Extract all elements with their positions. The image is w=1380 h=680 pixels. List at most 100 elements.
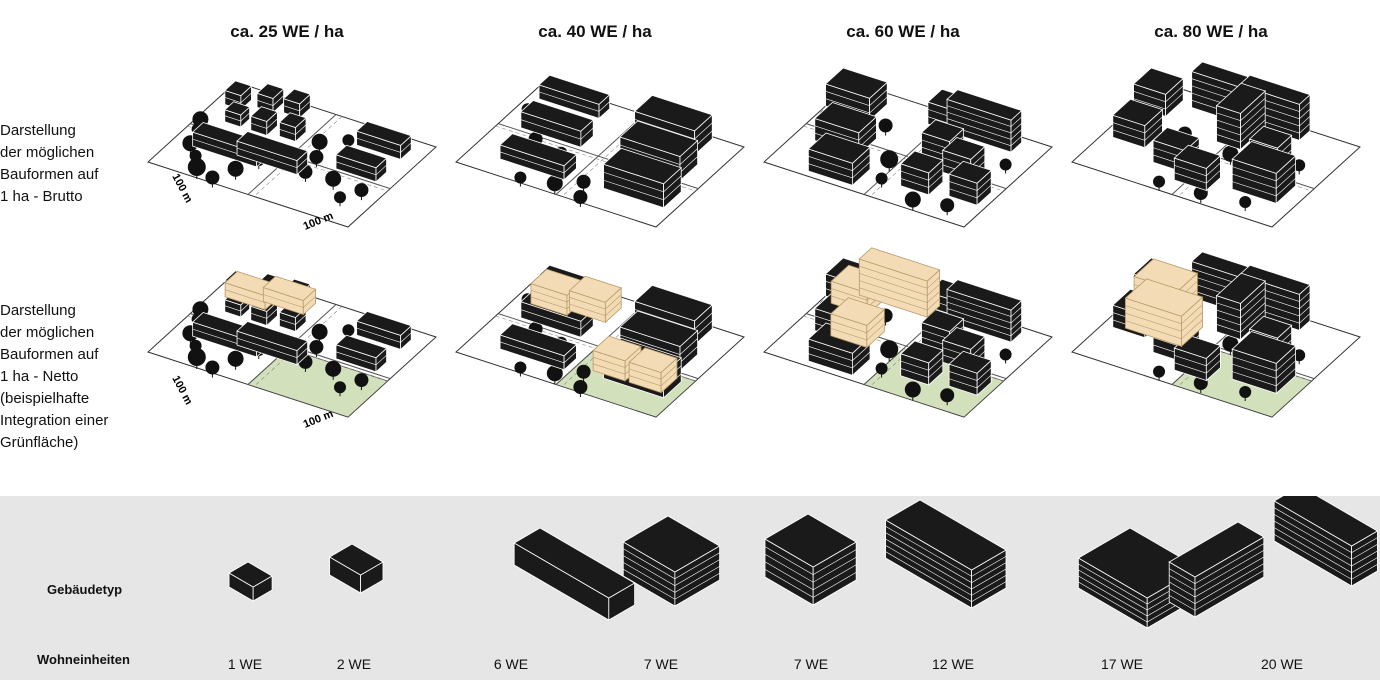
building-type-legend: Gebäudetyp Wohneinheiten 1 WE 2 WE 6 WE …: [0, 496, 1380, 680]
we-label-6: 12 WE: [931, 656, 974, 672]
building: [224, 101, 251, 128]
tree: [546, 175, 563, 195]
building: [335, 144, 388, 183]
tree: [880, 340, 899, 362]
tree: [354, 373, 369, 391]
tree: [309, 150, 324, 167]
building: [355, 121, 412, 161]
row-label-netto: Darstellung der möglichen Bauformen auf …: [0, 302, 109, 451]
building: [278, 112, 307, 143]
building: [538, 74, 611, 120]
gebaeudetyp-label: Gebäudetyp: [47, 582, 123, 597]
tree: [187, 158, 206, 179]
tree: [875, 172, 888, 188]
tree: [576, 174, 591, 192]
highlighted-building: [830, 297, 886, 349]
tree: [940, 198, 955, 216]
building: [948, 350, 992, 397]
building: [355, 311, 412, 351]
tree: [880, 150, 899, 172]
building: [1173, 144, 1222, 192]
tree: [334, 381, 346, 397]
we-label-5: 7 WE: [793, 656, 829, 672]
site-plans: [147, 61, 1361, 418]
building: [807, 132, 871, 187]
town-house-icon: [622, 515, 721, 607]
row-label-brutto: Darstellung der möglichen Bauformen auf …: [0, 122, 99, 205]
building: [256, 83, 285, 114]
tree: [1153, 175, 1166, 191]
tree: [904, 191, 921, 211]
we-label-2: 2 WE: [336, 656, 372, 672]
double-house-icon: [328, 543, 384, 594]
building: [1112, 98, 1164, 149]
tree: [514, 171, 527, 187]
l-block-icon: [1168, 496, 1379, 618]
building: [520, 100, 594, 149]
tree: [1293, 159, 1306, 175]
building: [1215, 272, 1266, 341]
tree: [999, 158, 1012, 174]
building: [236, 131, 309, 176]
building: [948, 160, 992, 207]
building: [1231, 141, 1297, 205]
tree: [999, 348, 1012, 364]
tree: [205, 360, 220, 378]
building: [499, 133, 578, 181]
column-header-60: ca. 60 WE / ha: [846, 22, 960, 41]
tree: [1239, 386, 1252, 401]
highlighted-building: [1124, 278, 1204, 348]
tree: [904, 381, 921, 401]
tree: [205, 170, 220, 188]
building: [946, 279, 1023, 344]
tree: [334, 191, 346, 207]
highlighted-building: [262, 275, 317, 316]
we-label-4: 7 WE: [643, 656, 679, 672]
tree: [1153, 365, 1166, 381]
tree: [940, 388, 955, 406]
building: [499, 323, 578, 371]
we-label-1: 1 WE: [227, 656, 263, 672]
building: [335, 334, 388, 373]
tree: [878, 118, 893, 136]
column-header-25: ca. 25 WE / ha: [230, 22, 344, 41]
building: [899, 340, 944, 386]
tree: [354, 183, 369, 201]
tree: [1239, 196, 1252, 211]
we-label-3: 6 WE: [493, 656, 529, 672]
tree: [325, 360, 342, 380]
tree: [1293, 349, 1306, 365]
tree: [325, 170, 342, 190]
we-label-8: 20 WE: [1260, 656, 1303, 672]
column-header-80: ca. 80 WE / ha: [1154, 22, 1268, 41]
tree: [514, 361, 527, 377]
tree: [546, 365, 563, 385]
row-house-icon: [513, 527, 636, 621]
tree: [187, 348, 206, 369]
highlighted-building: [628, 347, 678, 394]
tree: [309, 340, 324, 357]
building: [236, 321, 309, 366]
column-header-40: ca. 40 WE / ha: [538, 22, 652, 41]
building: [282, 88, 312, 119]
building: [602, 147, 682, 209]
highlighted-building: [858, 247, 941, 319]
tree: [576, 364, 591, 382]
stacked-block-icon: [764, 513, 857, 606]
we-label-7: 17 WE: [1100, 656, 1143, 672]
highlighted-building: [568, 275, 622, 324]
long-block-icon: [884, 499, 1007, 609]
building: [899, 150, 944, 196]
building: [1231, 331, 1297, 395]
building: [946, 89, 1023, 154]
tree: [227, 160, 244, 180]
legend-icons: [228, 496, 1379, 629]
building: [250, 106, 279, 137]
tree: [573, 190, 588, 207]
tree: [227, 350, 244, 370]
tree: [875, 362, 888, 378]
single-house-icon: [228, 561, 273, 602]
tree: [573, 380, 588, 397]
building: [1215, 82, 1266, 151]
wohneinheiten-label: Wohneinheiten: [37, 652, 130, 667]
